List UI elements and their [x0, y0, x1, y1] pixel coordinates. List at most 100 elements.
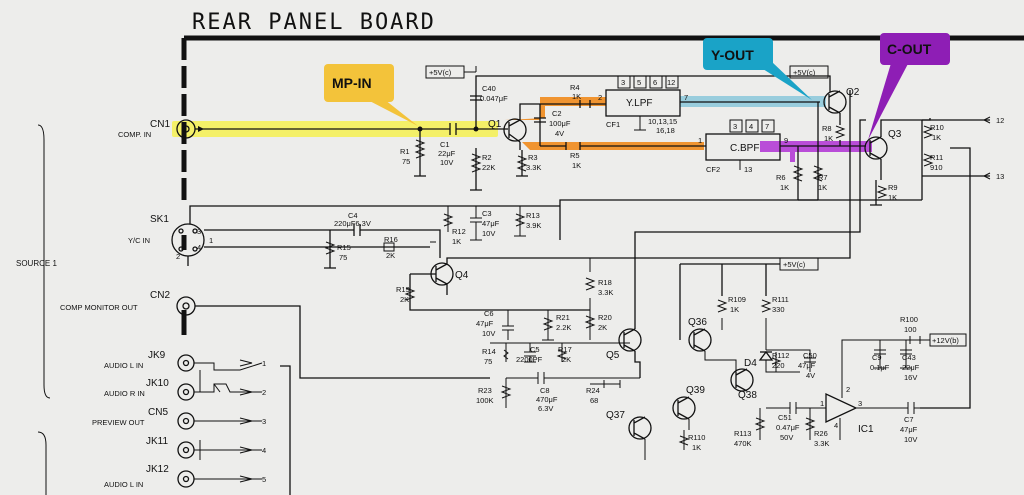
- callout-y-out: Y-OUT: [703, 38, 812, 100]
- ic1-pin-2: 2: [846, 385, 850, 394]
- board-title: REAR PANEL BOARD: [192, 10, 436, 35]
- r21-ref: R21: [556, 313, 570, 322]
- c6-volt: 10V: [482, 329, 495, 338]
- cn1-ref: CN1: [150, 119, 170, 130]
- r10-val: 1K: [932, 133, 941, 142]
- c9-val: 0.1μF: [870, 363, 890, 372]
- r109-ref: R109: [728, 295, 746, 304]
- ylpf-pin-out: 7: [684, 93, 688, 102]
- cbpf-pin-top-3: 7: [765, 122, 769, 131]
- r4-ref: R4: [570, 83, 580, 92]
- transistor-q2: Q2: [823, 87, 860, 114]
- r6-ref: R6: [776, 173, 786, 182]
- r2-val: 22K: [482, 163, 495, 172]
- q3-label: Q3: [888, 129, 902, 140]
- r9-val: 1K: [888, 193, 897, 202]
- c2-volt: 4V: [555, 129, 564, 138]
- ylpf-pin-bot-1: 10,13,15: [648, 117, 677, 126]
- r11-ref: R11: [930, 153, 943, 162]
- c40-val: 0.047μF: [480, 94, 508, 103]
- ylpf-ref: CF1: [606, 120, 620, 129]
- r1-ref: R1: [400, 147, 410, 156]
- jk12-ref: JK12: [146, 464, 169, 475]
- r18-ref: R18: [598, 278, 612, 287]
- ic1-pin-3: 3: [858, 399, 862, 408]
- cn2-ref: CN2: [150, 290, 170, 301]
- callout-c-out-label: C-OUT: [887, 41, 932, 57]
- c3-val: 47μF: [482, 219, 500, 228]
- r15-val: 75: [339, 253, 347, 262]
- r109-val: 1K: [730, 305, 739, 314]
- input-stage: R1 75 C1 22μF 10V R2 22K +5V(c) C40 0.04…: [400, 65, 831, 191]
- d4-label: D4: [744, 358, 757, 369]
- r19-val: 2K: [400, 295, 409, 304]
- r7-ref: R7: [818, 173, 828, 182]
- r23-val: 100K: [476, 396, 494, 405]
- r8-val: 1K: [824, 134, 833, 143]
- r13-ref: R13: [526, 211, 540, 220]
- c8-val: 470μF: [536, 395, 558, 404]
- ylpf-block: [605, 89, 681, 117]
- r20-ref: R20: [598, 313, 612, 322]
- r16-ref: R16: [384, 235, 398, 244]
- callout-mp-in-label: MP-IN: [332, 75, 372, 91]
- r20-val: 2K: [598, 323, 607, 332]
- r26-ref: R26: [814, 429, 828, 438]
- r14-ref: R14: [482, 347, 496, 356]
- transistor-q39: Q39: [672, 385, 705, 420]
- net-5: 5: [262, 475, 266, 484]
- transistor-q1: Q1 R3 3.3K: [488, 103, 541, 177]
- sk1-label: Y/C IN: [128, 236, 150, 245]
- cn1-label: COMP. IN: [118, 130, 151, 139]
- r5-val: 1K: [572, 161, 581, 170]
- r15-ref: R15: [337, 243, 351, 252]
- r5-ref: R5: [570, 151, 580, 160]
- c6-ref: C6: [484, 309, 494, 318]
- cbpf-block: [705, 133, 781, 161]
- sk1-pin-c: 4: [197, 243, 201, 252]
- c2-val: 100μF: [549, 119, 571, 128]
- c51-volt: 50V: [780, 433, 793, 442]
- ylpf-pin-top-3: 6: [653, 78, 657, 87]
- c43-ref: C43: [902, 353, 916, 362]
- c7-volt: 10V: [904, 435, 917, 444]
- cbpf-ref: CF2: [706, 165, 720, 174]
- cn5-ref: CN5: [148, 407, 168, 418]
- r8-ref: R8: [822, 124, 832, 133]
- q4-label: Q4: [455, 270, 469, 281]
- r6-val: 1K: [780, 183, 789, 192]
- c3-ref: C3: [482, 209, 492, 218]
- q39-label: Q39: [686, 385, 705, 396]
- r112-ref: R112: [772, 351, 789, 360]
- r113-val: 470K: [734, 439, 752, 448]
- r3-ref: R3: [528, 153, 538, 162]
- output-stage: R6 1K R7 1K Q2 +5V(c) R8 1K Q3 R9 1K R10…: [559, 65, 1004, 409]
- connector-cn1: CN1 COMP. IN: [118, 119, 420, 139]
- c40-ref: C40: [482, 84, 496, 93]
- r3-val: 3.3K: [526, 163, 541, 172]
- c1-val: 22μF: [438, 149, 456, 158]
- r111-ref: R111: [772, 295, 789, 304]
- r13-val: 3.9K: [526, 221, 541, 230]
- r16-val: 2K: [386, 251, 395, 260]
- jk10-ref: JK10: [146, 378, 169, 389]
- transistor-q37: Q37: [606, 410, 652, 440]
- transistor-q5: Q5: [606, 328, 642, 361]
- sk1-pin-a: 3: [197, 227, 201, 236]
- r112-val: 220: [772, 361, 785, 370]
- r1-val: 75: [402, 157, 410, 166]
- c50-volt: 4V: [806, 371, 815, 380]
- r12-ref: R12: [452, 227, 466, 236]
- c8-volt: 6.3V: [538, 404, 553, 413]
- sk1-pin-b: 1: [209, 236, 213, 245]
- sk1-pin-d: 2: [176, 252, 180, 261]
- supply-5v-top-label: +5V(c): [429, 68, 452, 77]
- cbpf-name: C.BPF: [730, 143, 759, 154]
- ylpf-pin-top-1: 3: [621, 78, 625, 87]
- c43-volt: 16V: [904, 373, 917, 382]
- section-label: SOURCE 1: [16, 259, 57, 268]
- c51-val: 0.47μF: [776, 423, 800, 432]
- net-13: 13: [996, 172, 1004, 181]
- board-frame: [37, 35, 1024, 495]
- connector-sk1: SK1 Y/C IN 3 1 4 2: [128, 205, 560, 266]
